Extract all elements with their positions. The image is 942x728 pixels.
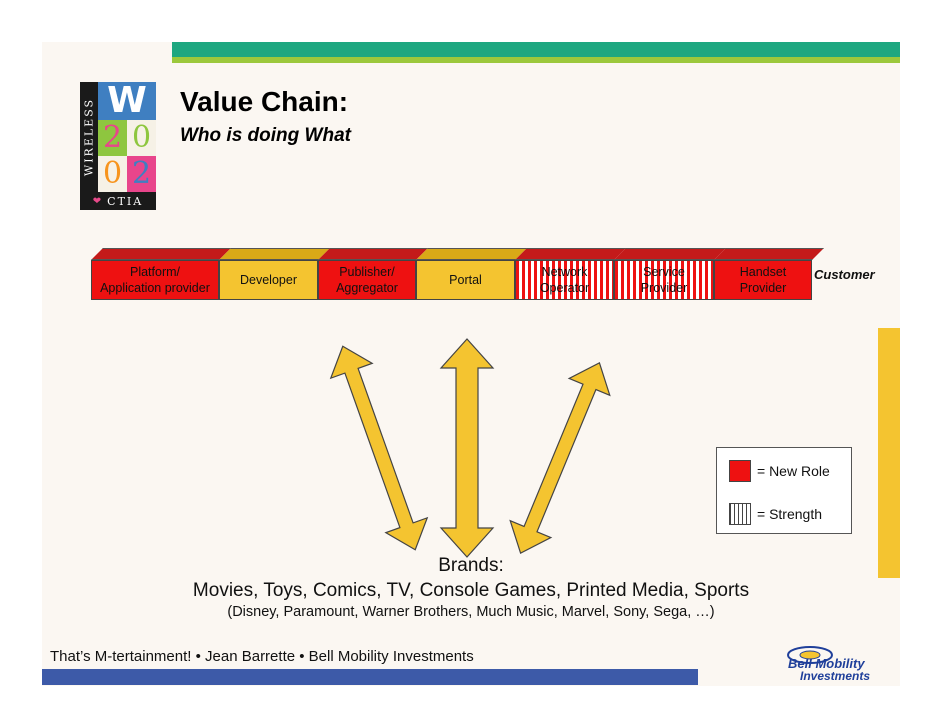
logo-digit: 2 (127, 156, 156, 192)
legend-strength: = Strength (729, 503, 822, 525)
strength-swatch (729, 503, 751, 525)
brands-label: Brands: (438, 555, 504, 576)
double-arrow-icon (439, 338, 495, 558)
side-accent-bar (878, 328, 900, 578)
double-arrow-icon (329, 345, 429, 551)
footer-text: That’s M-tertainment! • Jean Barrette • … (50, 648, 474, 665)
bell-logo-line1: Bell Mobility (788, 656, 865, 671)
chain-box-publisher: Publisher/Aggregator (318, 260, 416, 300)
brands-examples: (Disney, Paramount, Warner Brothers, Muc… (227, 604, 715, 620)
bell-logo-line2: Investments (800, 669, 871, 683)
logo-digit: 0 (98, 156, 127, 192)
logo-digit: 2 (98, 120, 127, 156)
ctia-mark-icon: ❤ (92, 195, 104, 207)
bell-swoosh-icon (787, 646, 833, 664)
top-accent-stripe (172, 57, 900, 63)
page-subtitle: Who is doing What (180, 125, 351, 146)
chain-box-developer: Developer (219, 260, 318, 300)
logo-letter-w: W (98, 82, 156, 120)
bottom-accent-bar (42, 669, 698, 685)
double-arrow-icon (509, 361, 611, 555)
page-title: Value Chain: (180, 86, 349, 117)
brands-list: Movies, Toys, Comics, TV, Console Games,… (192, 580, 750, 601)
wireless-2002-logo: WIRELESS W 2 0 0 2 ❤CTIA (80, 82, 156, 210)
chain-box-portal: Portal (416, 260, 515, 300)
customer-label: Customer (814, 267, 875, 282)
chain-box-platform: Platform/Application provider (91, 260, 219, 300)
legend-new-role: = New Role (729, 460, 830, 482)
logo-digit: 0 (127, 120, 156, 156)
legend: = New Role = Strength (716, 447, 852, 534)
top-accent-bar (172, 42, 900, 57)
bell-mobility-logo: Bell Mobility Investments (782, 643, 902, 683)
new-role-swatch (729, 460, 751, 482)
logo-wireless-text: WIRELESS (80, 82, 98, 192)
logo-ctia-text: ❤CTIA (80, 192, 156, 210)
